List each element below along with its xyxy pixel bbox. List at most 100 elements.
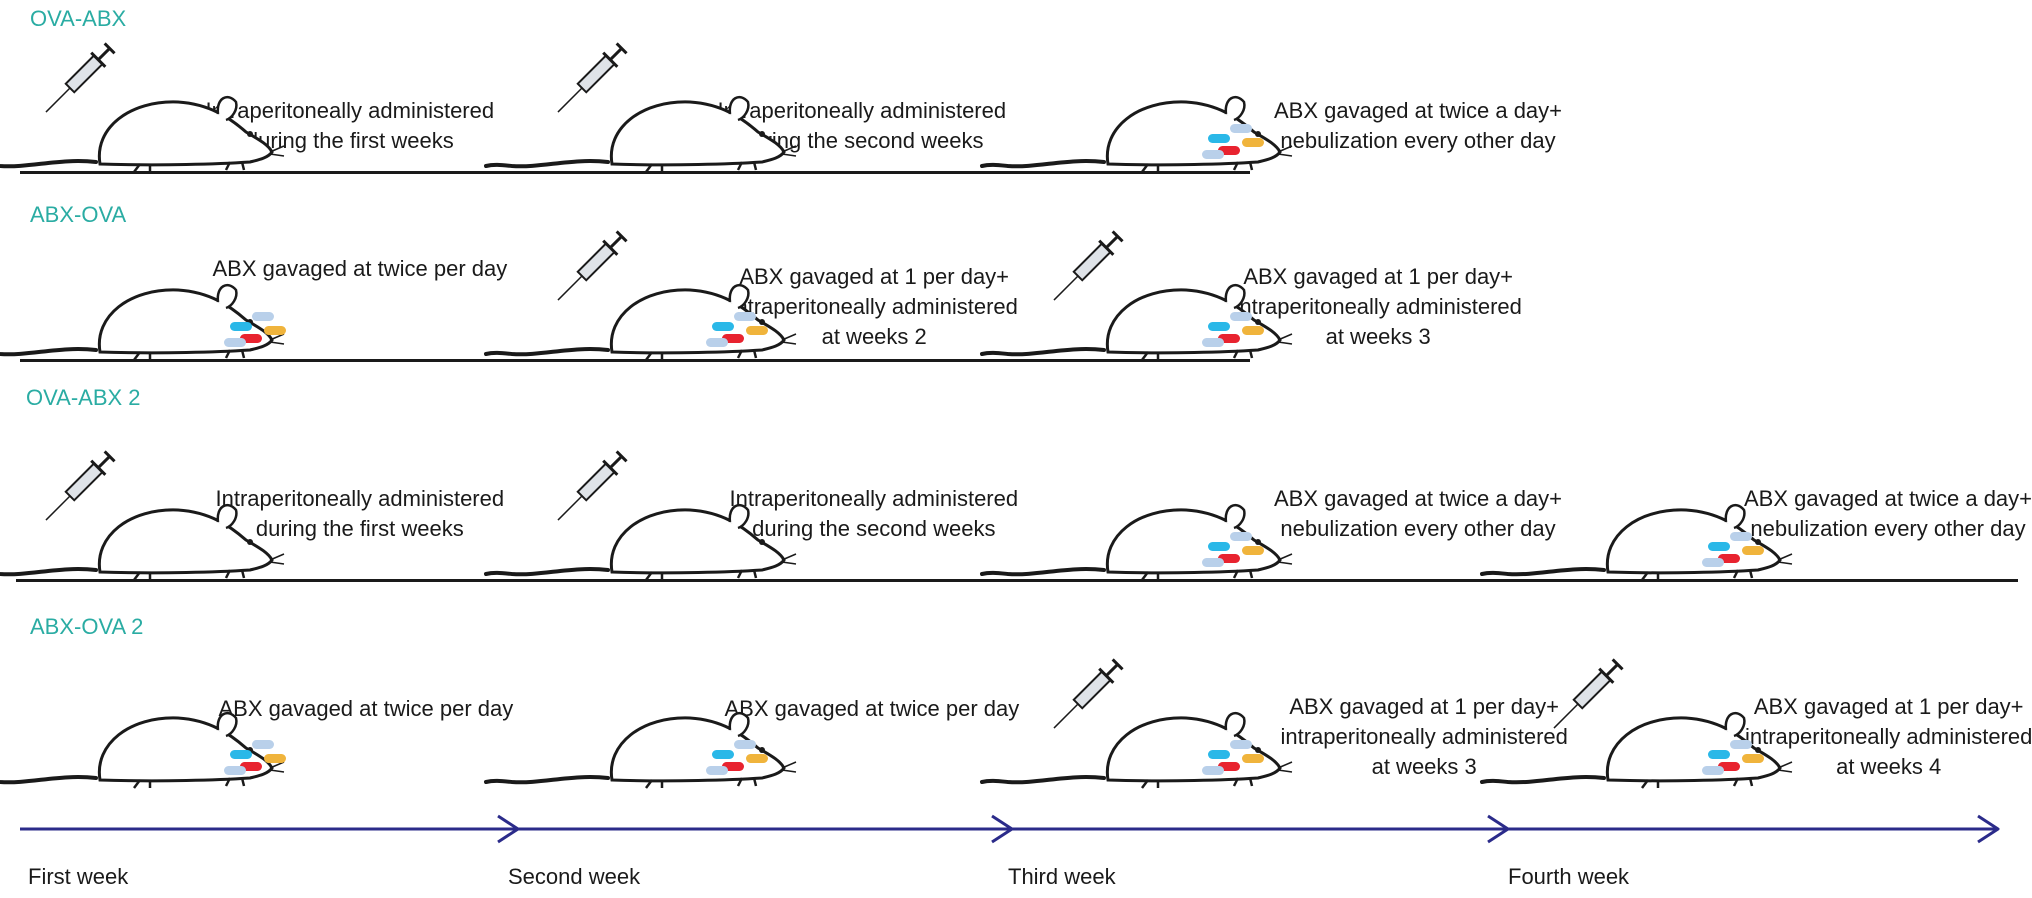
caption-line: intraperitoneally administered (1745, 724, 2032, 749)
protocol-step (0, 450, 285, 581)
week-timeline (20, 814, 2000, 844)
syringe-icon (1053, 230, 1124, 301)
caption-line: Intraperitoneally administered (717, 98, 1007, 123)
caption-line: at weeks 4 (1836, 754, 1942, 779)
rat-icon (1480, 711, 1793, 789)
caption-line: nebulization every other day (1280, 516, 1556, 541)
caption-line: during the first weeks (255, 516, 464, 541)
protocol-step (0, 711, 286, 789)
syringe-icon (45, 42, 116, 113)
syringe-icon (45, 450, 116, 521)
protocol-step (484, 450, 797, 581)
caption-line: at weeks 2 (821, 324, 927, 349)
rat-icon (484, 95, 797, 173)
protocol-step (980, 95, 1293, 173)
timeline-arrowhead (497, 814, 520, 844)
caption-line: ABX gavaged at 1 per day+ (1289, 694, 1560, 719)
rat-icon (484, 711, 797, 789)
caption-line: ABX gavaged at twice a day+ (1274, 486, 1563, 511)
caption-line: ABX gavaged at twice per day (212, 256, 508, 281)
protocol-step (484, 230, 797, 361)
caption-line: ABX gavaged at 1 per day+ (1753, 694, 2024, 719)
step-caption: ABX gavaged at 1 per day+ intraperitoneal… (1235, 262, 1522, 352)
week-label: Second week (508, 864, 641, 889)
caption-line: ABX gavaged at twice a day+ (1274, 98, 1563, 123)
caption-line: ABX gavaged at twice per day (724, 696, 1020, 721)
rat-icon (980, 95, 1293, 173)
group-label: ABX-OVA (30, 202, 127, 227)
caption-line: ABX gavaged at 1 per day+ (1243, 264, 1514, 289)
step-caption: Intraperitoneally administered during the… (206, 96, 495, 156)
rat-icon (1480, 503, 1793, 581)
pills-icon (1202, 740, 1264, 775)
pills-icon (224, 312, 286, 347)
pills-icon (224, 740, 286, 775)
caption-line: Intraperitoneally administered (215, 486, 505, 511)
step-caption: ABX gavaged at twice a day+ nebulization … (1744, 484, 2032, 544)
protocol-step (980, 658, 1293, 789)
caption-line: at weeks 3 (1371, 754, 1477, 779)
week-label: Fourth week (1508, 864, 1630, 889)
syringe-icon (557, 230, 628, 301)
step-caption: ABX gavaged at twice a day+ nebulization … (1274, 96, 1562, 156)
rat-icon (0, 503, 285, 581)
syringe-icon (1553, 658, 1624, 729)
caption-line: intraperitoneally administered (1280, 724, 1568, 749)
group-label: OVA-ABX (30, 6, 127, 31)
pills-icon (706, 740, 768, 775)
protocol-step (980, 503, 1293, 581)
protocol-step (484, 42, 797, 173)
rat-icon (484, 283, 797, 361)
protocol-step (484, 711, 797, 789)
caption-line: nebulization every other day (1280, 128, 1556, 153)
row-baseline (16, 579, 2018, 582)
protocol-step (0, 283, 286, 361)
rat-icon (484, 503, 797, 581)
group-label: ABX-OVA 2 (30, 614, 144, 639)
caption-line: during the second weeks (752, 516, 996, 541)
step-caption: Intraperitoneally administered during the… (216, 484, 505, 544)
caption-line: intraperitoneally administered (730, 294, 1018, 319)
step-caption: ABX gavaged at twice per day (725, 694, 1020, 724)
step-caption: ABX gavaged at twice per day (219, 694, 514, 724)
pills-icon (1202, 312, 1264, 347)
caption-line: nebulization every other day (1750, 516, 2026, 541)
pills-icon (1702, 532, 1764, 567)
caption-line: at weeks 3 (1325, 324, 1431, 349)
syringe-icon (1053, 658, 1124, 729)
step-caption: ABX gavaged at 1 per day+ intraperitoneal… (1281, 692, 1568, 782)
step-caption: ABX gavaged at 1 per day+ intraperitoneal… (1745, 692, 2032, 782)
pills-icon (706, 312, 768, 347)
step-caption: ABX gavaged at twice a day+ nebulization … (1274, 484, 1562, 544)
timeline-arrowhead (991, 814, 1014, 844)
rat-icon (980, 283, 1293, 361)
caption-line: ABX gavaged at 1 per day+ (739, 264, 1010, 289)
row-baseline (20, 359, 1250, 362)
step-caption: ABX gavaged at twice per day (213, 254, 508, 284)
timeline-arrowhead (1977, 814, 2000, 844)
timeline-arrowhead (1487, 814, 1510, 844)
week-label: First week (28, 864, 129, 889)
caption-line: ABX gavaged at twice a day+ (1744, 486, 2032, 511)
protocol-step (0, 42, 285, 173)
row-baseline (20, 171, 1250, 174)
caption-line: Intraperitoneally administered (729, 486, 1019, 511)
protocol-step (980, 230, 1293, 361)
pills-icon (1202, 124, 1264, 159)
caption-line: ABX gavaged at twice per day (218, 696, 514, 721)
caption-line: intraperitoneally administered (1234, 294, 1522, 319)
syringe-icon (557, 450, 628, 521)
group-label: OVA-ABX 2 (26, 385, 141, 410)
step-caption: Intraperitoneally administered during the… (730, 484, 1019, 544)
rat-icon (0, 283, 285, 361)
rat-icon (980, 711, 1293, 789)
pills-icon (1702, 740, 1764, 775)
rat-icon (980, 503, 1293, 581)
syringe-icon (557, 42, 628, 113)
pills-icon (1202, 532, 1264, 567)
caption-line: Intraperitoneally administered (205, 98, 495, 123)
protocol-step (1480, 658, 1793, 789)
caption-line: during the first weeks (245, 128, 454, 153)
rat-icon (0, 95, 285, 173)
